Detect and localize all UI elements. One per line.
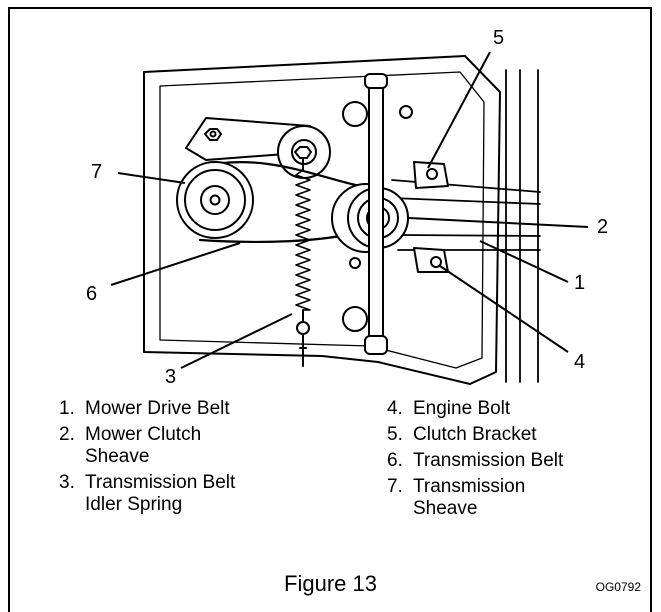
callout-5: 5 — [493, 27, 504, 49]
callout-2: 2 — [597, 216, 608, 238]
legend-column-right: 4. Engine Bolt 5. Clutch Bracket 6. Tran… — [387, 398, 627, 524]
deck-plate-inner — [159, 71, 485, 369]
mounting-hole — [349, 257, 361, 269]
legend-text: Idler Spring — [85, 494, 183, 515]
callout-3: 3 — [165, 366, 176, 388]
callout-4: 4 — [574, 351, 585, 373]
figure-code: OG0792 — [595, 580, 641, 594]
legend-number: 7. — [387, 476, 403, 497]
legend-item: 7. Transmission Sheave — [387, 476, 627, 520]
legend-item: 1. Mower Drive Belt — [59, 398, 309, 420]
callout-7: 7 — [91, 161, 102, 183]
arm-bolt — [204, 128, 222, 141]
legend-text: Clutch Bracket — [413, 424, 537, 445]
legend-number: 5. — [387, 424, 403, 445]
legend-number: 1. — [59, 398, 75, 419]
legend-text: Transmission Belt — [85, 472, 236, 493]
engine-bolt — [430, 256, 442, 268]
legend-item: 5. Clutch Bracket — [387, 424, 627, 446]
legend-item: 2. Mower Clutch Sheave — [59, 424, 309, 468]
legend-text: Mower Clutch — [85, 424, 202, 445]
mower-drive-belt — [391, 179, 541, 251]
legend-item: 6. Transmission Belt — [387, 450, 627, 472]
transmission-sheave — [176, 161, 254, 239]
legend-number: 2. — [59, 424, 75, 445]
legend-item: 4. Engine Bolt — [387, 398, 627, 420]
clutch-bracket-top — [413, 161, 449, 189]
legend-text: Transmission — [413, 476, 526, 497]
legend-item: 3. Transmission Belt Idler Spring — [59, 472, 309, 516]
mounting-hole — [399, 105, 413, 119]
legend-number: 4. — [387, 398, 403, 419]
legend-column-left: 1. Mower Drive Belt 2. Mower Clutch Shea… — [59, 398, 309, 520]
idler-spring — [294, 146, 312, 367]
legend-text: Transmission Belt — [413, 450, 564, 471]
vertical-rod — [368, 79, 384, 347]
legend-number: 3. — [59, 472, 75, 493]
legend-text: Mower Drive Belt — [85, 398, 230, 419]
legend-text: Sheave — [85, 446, 150, 467]
mounting-hole — [342, 101, 368, 127]
legend-text: Sheave — [413, 498, 478, 519]
mounting-hole — [342, 306, 368, 332]
legend-number: 6. — [387, 450, 403, 471]
frame-rail — [505, 69, 539, 383]
figure-caption: Figure 13 — [284, 571, 377, 596]
legend-text: Engine Bolt — [413, 398, 511, 419]
figure-frame — [8, 7, 652, 612]
callout-6: 6 — [86, 283, 97, 305]
callout-1: 1 — [574, 272, 585, 294]
